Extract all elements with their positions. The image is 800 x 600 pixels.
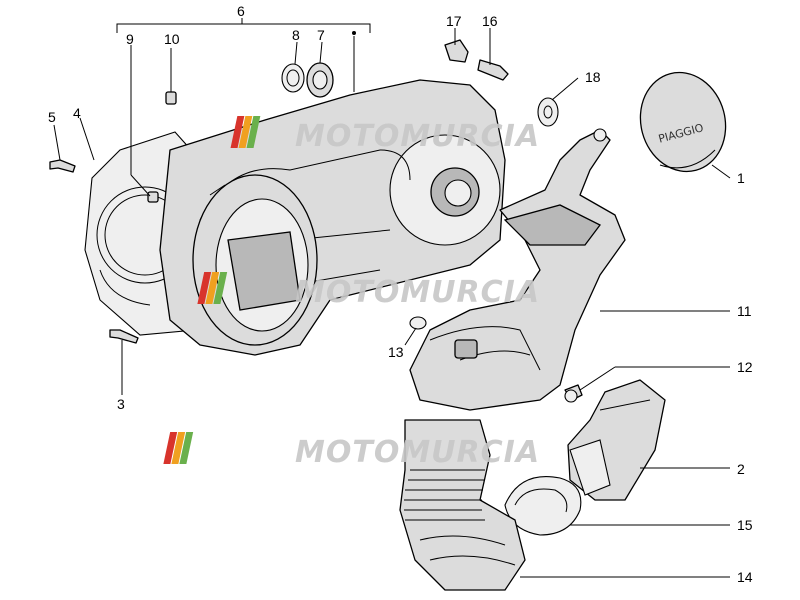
callout-15: 15 bbox=[737, 517, 753, 533]
duct-inlet-part bbox=[567, 379, 666, 501]
ring-part-8 bbox=[281, 63, 305, 93]
washer-part-18 bbox=[537, 97, 559, 127]
callout-11: 11 bbox=[737, 303, 752, 319]
screw-part-5 bbox=[49, 159, 76, 173]
watermark-top: MOTOMURCIA bbox=[230, 116, 540, 154]
watermark-bottom: MOTOMURCIA bbox=[163, 432, 540, 470]
callout-18: 18 bbox=[585, 69, 601, 85]
hose-clamp-part bbox=[504, 476, 582, 536]
callout-3: 3 bbox=[117, 396, 125, 412]
callout-5: 5 bbox=[48, 109, 56, 125]
screw-part-12 bbox=[564, 384, 583, 403]
watermark-text-bottom: MOTOMURCIA bbox=[295, 435, 540, 470]
air-duct-part bbox=[409, 128, 626, 411]
piaggio-cover-part: PIAGGIO bbox=[639, 71, 727, 173]
pin-part-9 bbox=[147, 191, 159, 203]
callout-6: 6 bbox=[237, 3, 245, 19]
bolt-part-16 bbox=[477, 59, 509, 81]
watermark-text-top: MOTOMURCIA bbox=[295, 119, 540, 154]
callout-8: 8 bbox=[292, 27, 300, 43]
callout-17: 17 bbox=[446, 13, 462, 29]
callout-13: 13 bbox=[388, 344, 404, 360]
callout-16: 16 bbox=[482, 13, 498, 29]
callout-10: 10 bbox=[164, 31, 180, 47]
fan-housing-part bbox=[192, 174, 318, 346]
pin-part-10 bbox=[165, 91, 177, 105]
callout-2: 2 bbox=[737, 461, 745, 477]
flexible-hose-part bbox=[399, 419, 526, 591]
callout-12: 12 bbox=[737, 359, 753, 375]
bracket-part-17 bbox=[444, 39, 469, 63]
bearing-part-7 bbox=[306, 62, 334, 98]
washer-part-13 bbox=[409, 316, 427, 330]
callout-numbers: 6 9 10 8 7 5 4 17 16 18 1 11 12 13 3 2 1… bbox=[48, 3, 753, 585]
callout-14: 14 bbox=[737, 569, 753, 585]
callout-9: 9 bbox=[126, 31, 134, 47]
watermark-text-middle: MOTOMURCIA bbox=[295, 275, 540, 310]
callout-1: 1 bbox=[737, 170, 745, 186]
watermark-middle: MOTOMURCIA bbox=[197, 272, 540, 310]
callout-7: 7 bbox=[317, 27, 325, 43]
leader-lines bbox=[53, 18, 731, 578]
screw-part-3 bbox=[109, 329, 139, 344]
callout-4: 4 bbox=[73, 105, 81, 121]
